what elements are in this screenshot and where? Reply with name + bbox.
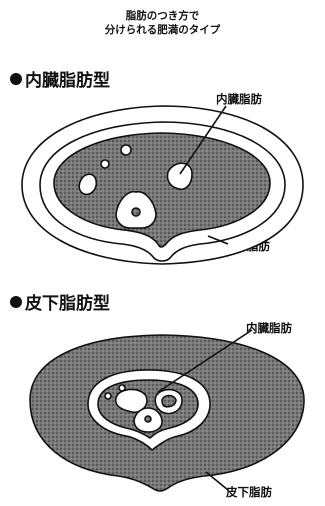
organ-right-1 (167, 163, 192, 189)
organ-inner-2 (162, 396, 176, 407)
organ-small-1 (101, 160, 109, 168)
organ-small-4 (119, 385, 125, 391)
organ-small-2 (121, 145, 131, 155)
organ-small-3 (105, 393, 111, 399)
spinal-canal-1 (132, 208, 140, 216)
spinal-canal-2 (145, 416, 151, 422)
visceral-type-cross-section (22, 106, 303, 264)
subcutaneous-type-cross-section (30, 330, 304, 491)
organ-left-1 (79, 174, 96, 194)
